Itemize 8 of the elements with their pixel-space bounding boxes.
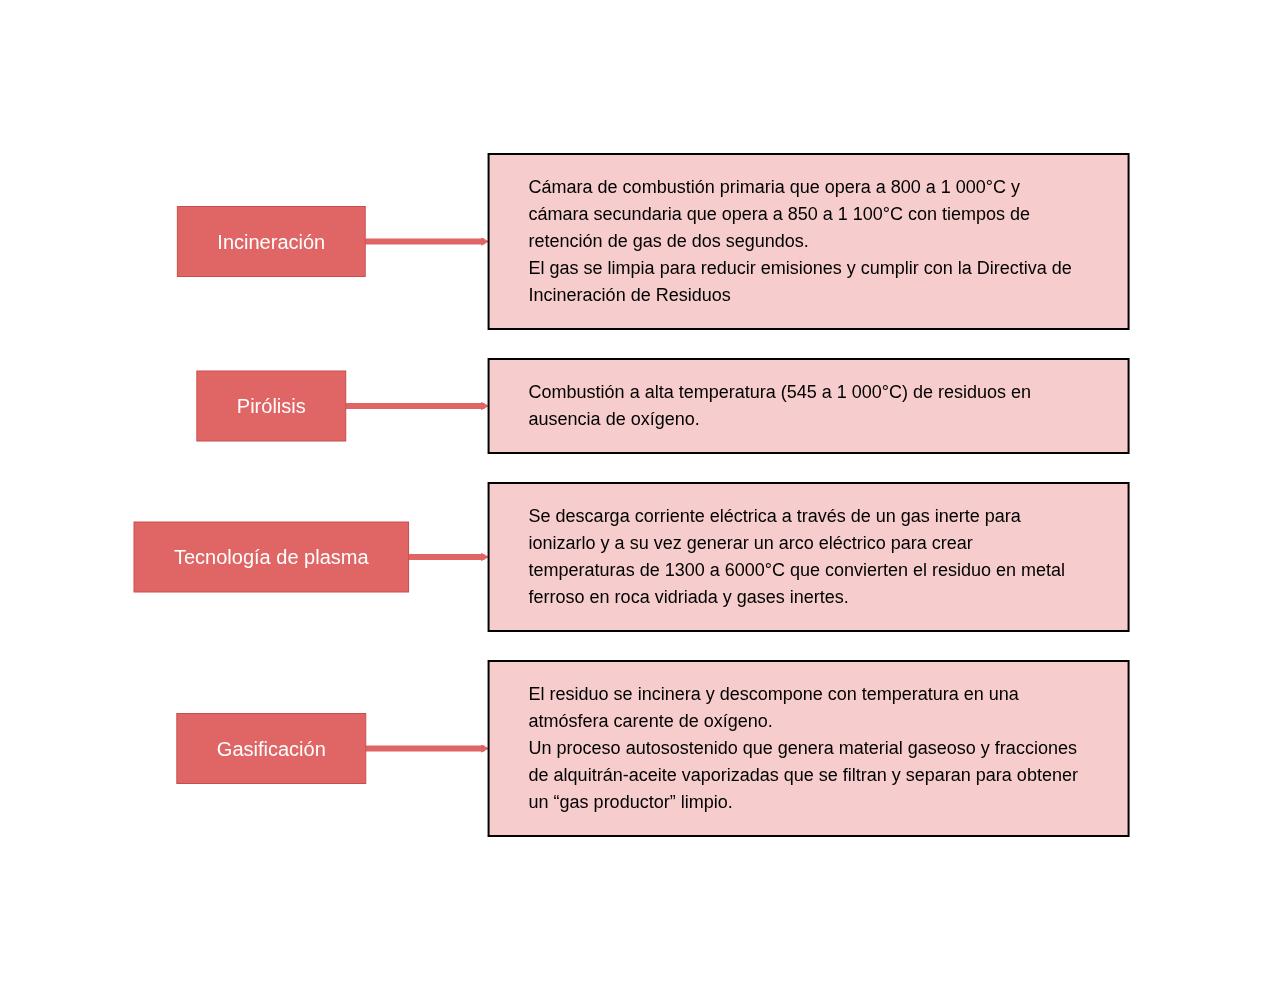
node-box: Se descarga corriente eléctrica a través de un gas inerte para ionizarlo y a su vez generar un arco eléctrico para crear temperaturas de 1300 a 6000°C que convierten el residuo en metal ferroso en roca vidriada y gases inertes. bbox=[487, 481, 1130, 632]
node-box: Cámara de combustión primaria que opera a 800 a 1 000°C y cámara secundaria que opera a 850 a 1 100°C con tiempos de retención de gas de dos segundos. El gas se limpia para reducir emisiones y cumplir con la Directiva de Incineración de Residuos bbox=[487, 152, 1130, 330]
node-box: El residuo se incinera y descompone con temperatura en una atmósfera carente de oxígeno. Un proceso autosostenido que genera material gaseoso y fracciones de alquitrán-aceite vaporizadas que se filtran y separan para obtener un “gas productor” limpio. bbox=[487, 659, 1130, 837]
node-box: Pirólisis bbox=[196, 370, 347, 441]
node-box: Gasificación bbox=[176, 712, 367, 784]
node-box: Combustión a alta temperatura (545 a 1 000°C) de residuos en ausencia de oxígeno. bbox=[487, 357, 1130, 454]
node-box: Tecnología de plasma bbox=[133, 521, 410, 592]
node-box: Incineración bbox=[177, 205, 366, 277]
